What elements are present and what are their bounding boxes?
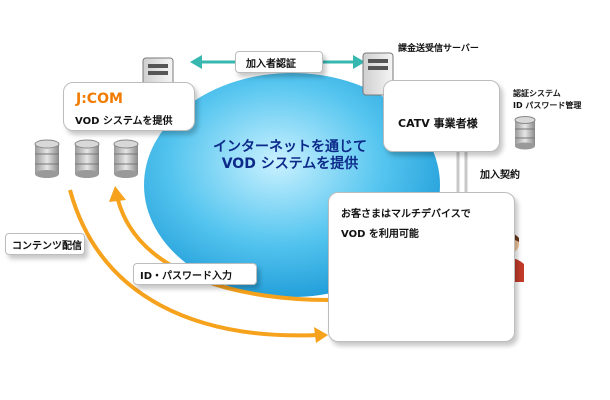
cloud-line-1: インターネットを通じて	[213, 139, 367, 155]
content-delivery-arrow	[68, 189, 328, 343]
auth-label: 加入者認証	[246, 59, 296, 70]
auth-system-label: 認証システム	[513, 89, 561, 98]
contract-label: 加入契約	[480, 170, 520, 181]
content-delivery-label: コンテンツ配信	[12, 241, 82, 252]
database-icon	[113, 139, 139, 178]
jcom-logo: J:COM	[76, 91, 123, 107]
auth-label-box	[235, 51, 323, 73]
customer-line-1: お客さまはマルチデバイスで	[341, 209, 471, 220]
auth-database-icon	[514, 116, 536, 150]
jcom-box	[63, 82, 195, 131]
content-delivery-box	[5, 233, 85, 255]
billing-server-label: 課金送受信サーバー	[398, 44, 479, 54]
cloud-message: インターネットを通じて VOD システムを提供	[190, 139, 390, 173]
customer-line-2: VOD を利用可能	[341, 229, 419, 240]
customer-box	[328, 192, 515, 342]
id-password-label: ID・パスワード入力	[140, 271, 233, 282]
contract-connector	[456, 150, 468, 192]
catv-box	[383, 80, 500, 152]
jcom-service-label: VOD システムを提供	[75, 116, 173, 127]
id-password-box	[133, 263, 257, 285]
catv-label: CATV 事業者様	[398, 117, 478, 130]
id-password-management-label: ID パスワード管理	[513, 101, 582, 110]
database-icon	[34, 139, 60, 178]
cloud-line-2: VOD システムを提供	[221, 156, 359, 172]
database-icon	[74, 139, 100, 178]
